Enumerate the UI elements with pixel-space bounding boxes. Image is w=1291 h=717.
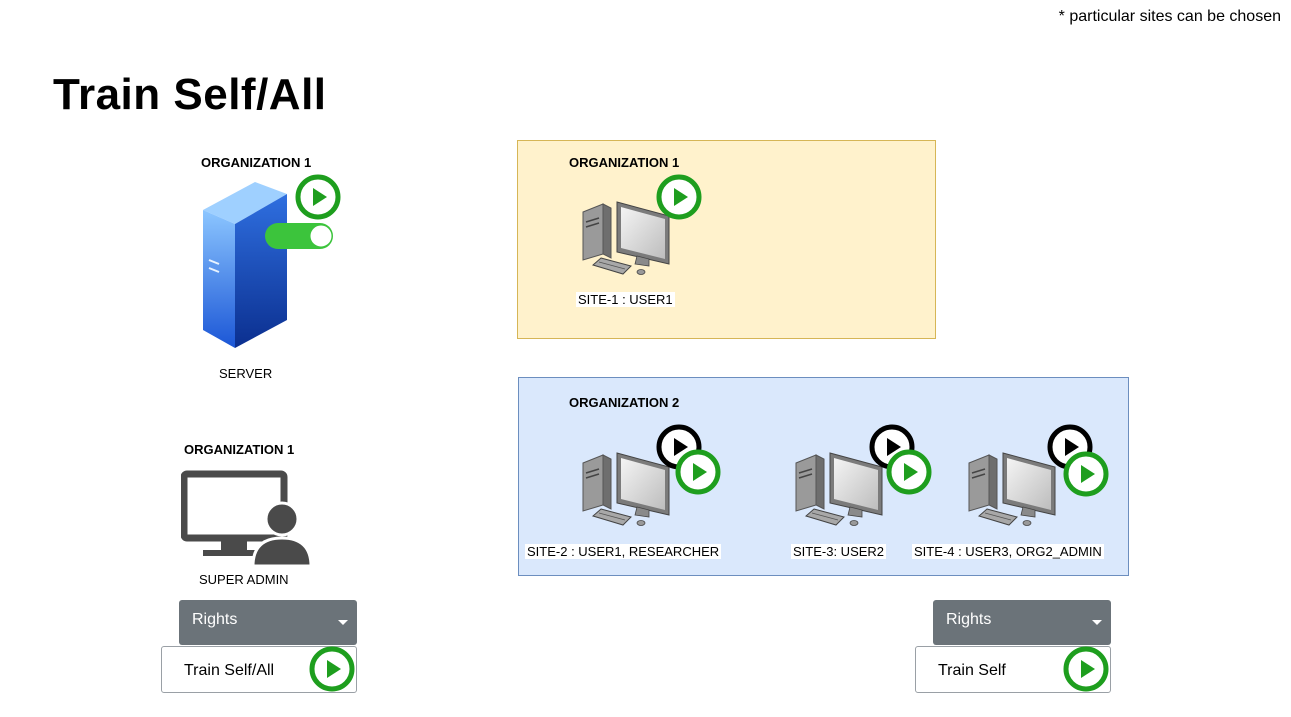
site-4-caption: SITE-4 : USER3, ORG2_ADMIN xyxy=(912,544,1104,559)
server-org-label: ORGANIZATION 1 xyxy=(201,155,312,170)
site-3-play-button[interactable] xyxy=(885,448,933,496)
site-2-caption: SITE-2 : USER1, RESEARCHER xyxy=(525,544,722,559)
train-self-play-button[interactable] xyxy=(1062,645,1110,693)
server-caption: SERVER xyxy=(219,366,273,381)
org2-group-label: ORGANIZATION 2 xyxy=(569,395,680,410)
site-1-caption: SITE-1 : USER1 xyxy=(576,292,675,307)
rights-dropdown-label: Rights xyxy=(946,611,992,628)
train-self-all-play-button[interactable] xyxy=(308,645,356,693)
server-play-button[interactable] xyxy=(294,173,342,221)
footnote: * particular sites can be chosen xyxy=(1058,8,1281,25)
super-admin-org-label: ORGANIZATION 1 xyxy=(184,442,295,457)
rights-dropdown-site[interactable]: Rights xyxy=(933,600,1111,645)
train-self-all-label: Train Self/All xyxy=(184,662,275,679)
org1-group-label: ORGANIZATION 1 xyxy=(569,155,680,170)
rights-dropdown-admin[interactable]: Rights xyxy=(179,600,357,645)
caret-down-icon xyxy=(1092,620,1102,625)
page-title: Train Self/All xyxy=(53,70,327,119)
caret-down-icon xyxy=(338,620,348,625)
admin-monitor-icon xyxy=(181,470,313,566)
toggle-switch-icon[interactable] xyxy=(264,221,336,251)
site-1-play-button[interactable] xyxy=(655,173,703,221)
site-2-play-button[interactable] xyxy=(674,448,722,496)
rights-dropdown-label: Rights xyxy=(192,611,238,628)
super-admin-caption: SUPER ADMIN xyxy=(199,572,289,587)
train-self-label: Train Self xyxy=(938,662,1006,679)
site-4-play-button[interactable] xyxy=(1062,450,1110,498)
server-icon xyxy=(203,182,287,348)
site-3-caption: SITE-3: USER2 xyxy=(791,544,887,559)
